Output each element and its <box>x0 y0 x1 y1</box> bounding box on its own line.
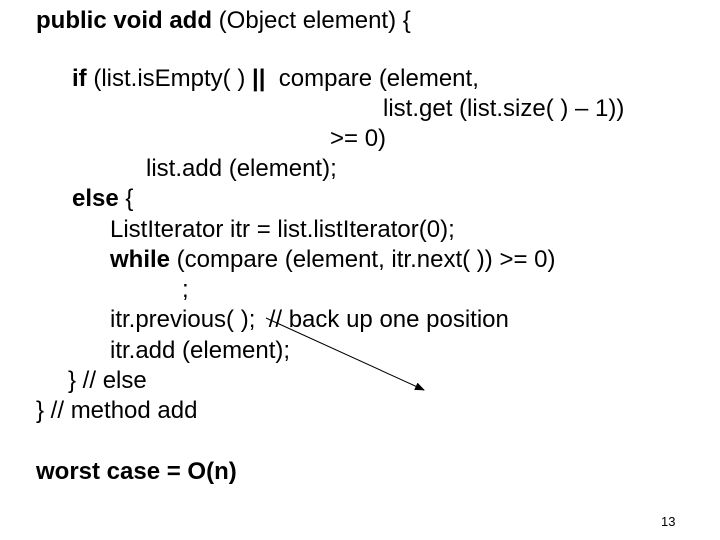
while-condition: (compare (element, itr.next( )) >= 0) <box>170 246 556 273</box>
signature-params: (Object element) { <box>212 7 411 34</box>
if-continuation-2: >= 0) <box>330 125 387 152</box>
if-continuation-1: list.get (list.size( ) – 1)) <box>383 95 625 122</box>
method-closing: } // method add <box>36 397 198 424</box>
previous-statement: itr.previous( ); // back up one position <box>110 306 509 333</box>
or-operator: || <box>252 65 266 92</box>
empty-loop-body: ; <box>182 276 189 303</box>
while-line: while (compare (element, itr.next( )) >=… <box>110 246 555 274</box>
else-closing: } // else <box>68 367 147 394</box>
iterator-declaration: ListIterator itr = list.listIterator(0); <box>110 216 455 243</box>
else-line: else { <box>72 185 133 213</box>
page-number: 13 <box>661 514 676 529</box>
signature-keywords: public void add <box>36 7 213 34</box>
if-line: if (list.isEmpty( ) || compare (element, <box>72 65 479 93</box>
if-compare-call: compare (element, <box>265 65 479 92</box>
worst-case-statement: worst case = O(n) <box>36 458 237 485</box>
if-condition: (list.isEmpty( ) <box>86 65 252 92</box>
while-keyword: while <box>110 246 171 273</box>
else-keyword: else <box>72 185 119 212</box>
else-brace: { <box>118 185 134 212</box>
method-signature: public void add (Object element) { <box>36 7 411 35</box>
then-statement: list.add (element); <box>146 155 337 182</box>
iterator-add-statement: itr.add (element); <box>110 337 291 364</box>
if-keyword: if <box>72 65 87 92</box>
